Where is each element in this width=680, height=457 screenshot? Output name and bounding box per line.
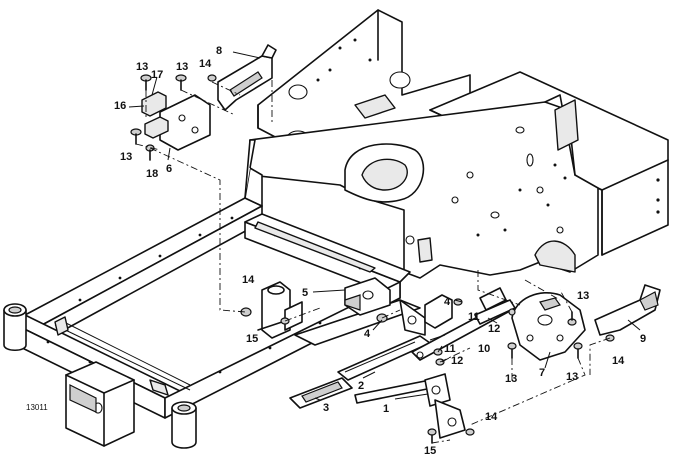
callout-7: 7	[539, 367, 545, 379]
callout-17: 17	[151, 69, 163, 81]
callout-15: 15	[246, 333, 258, 345]
callout-13: 13	[136, 61, 148, 73]
callout-14: 14	[242, 274, 255, 286]
bolt-15-a	[257, 317, 290, 331]
bolt-13-d	[507, 342, 517, 359]
callout-11: 11	[468, 311, 480, 323]
bolt-15-b	[427, 428, 437, 444]
bolt-13-f	[573, 342, 583, 359]
assembly-centerlines	[135, 80, 611, 444]
callout-3: 3	[323, 402, 329, 414]
callout-14: 14	[485, 411, 498, 423]
callout-5: 5	[302, 287, 308, 299]
callout-1: 1	[383, 403, 389, 415]
callout-4: 4	[364, 328, 371, 340]
nut-14-a	[207, 74, 217, 82]
part-3-slotted-link	[289, 377, 353, 409]
callout-labels: 8 13 17 13 14 16 13 18 6 14 5 15 4 4 11 …	[26, 45, 646, 457]
part-7-right-bracket	[511, 291, 586, 361]
callout-13: 13	[566, 371, 578, 383]
callout-13: 13	[120, 151, 132, 163]
callout-15: 15	[424, 445, 436, 457]
callout-13: 13	[176, 61, 188, 73]
callout-13: 13	[505, 373, 517, 385]
part-9-bracket	[594, 284, 661, 336]
part-2-slotted-bar	[337, 335, 431, 381]
bolt-13-e	[567, 311, 577, 326]
nut-12-b	[508, 308, 516, 316]
bolt-13-c	[130, 128, 142, 145]
callout-9: 9	[640, 333, 646, 345]
nut-14-e	[465, 428, 475, 436]
callout-4: 4	[444, 296, 451, 308]
part-1-shaft-arm	[354, 373, 466, 439]
part-17-clip	[144, 116, 169, 139]
bolt-13-a	[140, 74, 152, 91]
callout-6: 6	[166, 163, 172, 175]
part-5-bracket	[344, 277, 391, 316]
part-4-right-bracket	[424, 287, 507, 329]
callout-18: 18	[146, 168, 158, 180]
part-11-link	[474, 299, 516, 325]
callout-13: 13	[577, 290, 589, 302]
left-pivot-assembly	[261, 281, 303, 339]
callout-14: 14	[199, 58, 212, 70]
frame-right-rail	[244, 213, 411, 299]
callout-16: 16	[114, 100, 126, 112]
callout-12: 12	[451, 355, 463, 367]
callout-8: 8	[216, 45, 222, 57]
callout-14: 14	[612, 355, 625, 367]
callout-10: 10	[478, 343, 490, 355]
callout-leaders	[128, 51, 641, 401]
right-caster-tube	[171, 401, 197, 449]
part-8-top-bracket	[217, 44, 277, 111]
callout-12: 12	[488, 323, 500, 335]
callout-11: 11	[444, 343, 456, 355]
part-6-side-bracket	[159, 94, 211, 151]
main-front-panel	[249, 94, 599, 279]
left-caster-tube	[3, 303, 27, 352]
part-16-clip	[141, 91, 167, 117]
callout-2: 2	[358, 380, 364, 392]
bolt-13-b	[175, 74, 187, 91]
frame-left-rail	[244, 139, 263, 207]
front-hitch-block	[65, 361, 135, 447]
figure-id: 13011	[26, 403, 48, 412]
